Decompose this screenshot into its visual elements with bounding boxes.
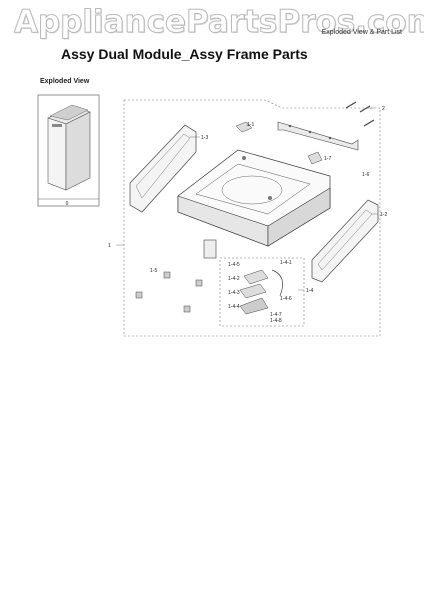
header-tag: Exploded View & Part List <box>321 29 402 36</box>
callout-2: 2 <box>382 106 385 112</box>
thumbnail-panel: 0 <box>37 94 100 207</box>
callout-1: 1 <box>108 243 111 249</box>
callout-1-4: 1-4 <box>306 288 313 294</box>
screw-icon <box>345 101 375 127</box>
clip-part <box>307 151 323 165</box>
leveling-feet <box>135 271 203 313</box>
page-title: Assy Dual Module_Assy Frame Parts <box>61 46 308 62</box>
callout-1-4-2: 1-4-2 <box>228 276 240 282</box>
callout-1-6: 1-6 <box>362 172 369 178</box>
watermark-logo: AppliancePartsPros.com <box>14 4 424 41</box>
callout-1-4-6: 1-4-6 <box>280 296 292 302</box>
callout-1-4-5: 1-4-5 <box>228 262 240 268</box>
thumbnail-label: 0 <box>66 201 69 207</box>
callout-1-4-7: 1-4-7 <box>270 312 282 318</box>
front-bracket <box>203 239 217 259</box>
rear-bracket <box>277 121 359 151</box>
callout-1-4-3: 1-4-3 <box>228 290 240 296</box>
main-frame <box>177 149 331 247</box>
callout-1-4-8: 1-4-8 <box>270 318 282 324</box>
section-heading: Exploded View <box>40 78 90 85</box>
leader-lines <box>116 107 378 291</box>
callout-1-2: 1-2 <box>380 212 387 218</box>
washer-thumbnail-icon <box>47 104 91 191</box>
hook-part <box>235 121 253 133</box>
callout-1-7: 1-7 <box>324 156 331 162</box>
callout-1-4-1: 1-4-1 <box>280 260 292 266</box>
left-side-panel <box>129 124 197 213</box>
callout-1-1: 1-1 <box>247 122 254 128</box>
callout-1-5: 1-5 <box>150 268 157 274</box>
subassembly-box <box>219 257 305 327</box>
callout-1-3: 1-3 <box>201 135 208 141</box>
assembly-outline <box>123 99 381 337</box>
callout-1-4-4: 1-4-4 <box>228 304 240 310</box>
